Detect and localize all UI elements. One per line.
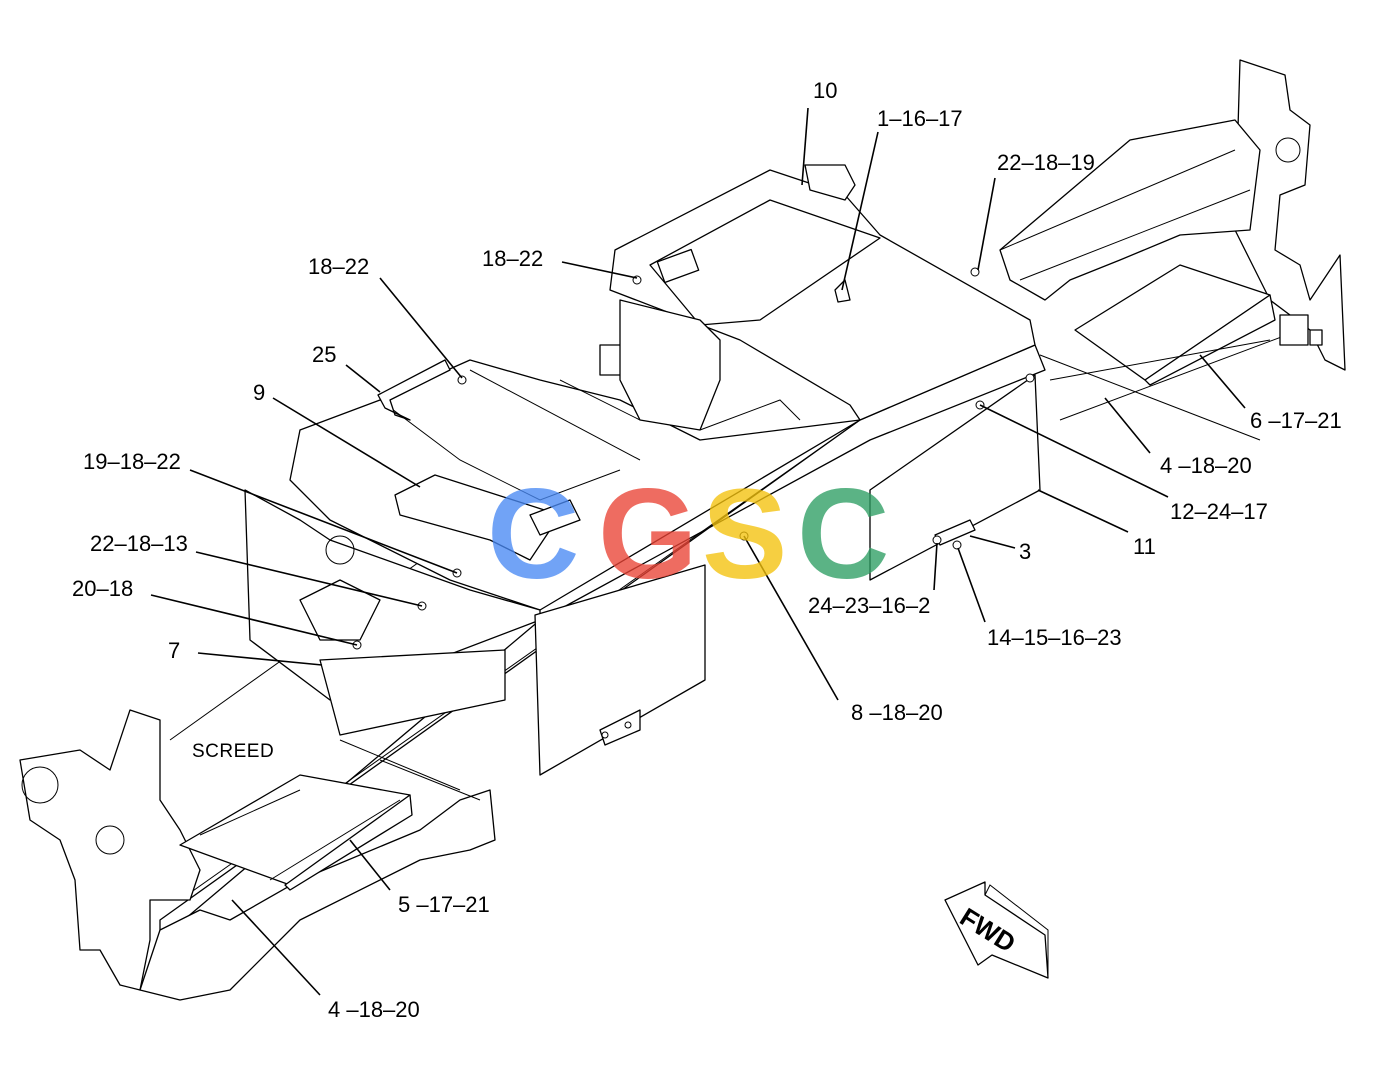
- watermark-letter-g: G: [598, 463, 698, 606]
- front-left-tray: [179, 739, 481, 891]
- callout-6-17-21: 6 –17–21: [1250, 408, 1342, 433]
- callout-5-17-21: 5 –17–21: [398, 892, 490, 917]
- callout-12-24-17: 12–24–17: [1170, 499, 1268, 524]
- callout-labels: 10 1–16–17 22–18–19 18–22 18–22 25 9 19–…: [72, 78, 1342, 1022]
- callout-11: 11: [1133, 534, 1156, 559]
- watermark-letter-s: S: [702, 463, 787, 606]
- callout-4-18-20-left: 4 –18–20: [328, 997, 420, 1022]
- callout-1-16-17: 1–16–17: [877, 106, 963, 131]
- leader-lines: [150, 107, 1246, 996]
- front-left-frame: [19, 709, 496, 1001]
- callout-4-18-20-right: 4 –18–20: [1160, 453, 1252, 478]
- callout-22-18-19: 22–18–19: [997, 150, 1095, 175]
- bolt-markers: [352, 267, 1035, 739]
- watermark-letter-c1: C: [487, 463, 579, 606]
- watermark-letter-c2: C: [797, 463, 889, 606]
- callout-25: 25: [312, 342, 336, 367]
- screed-label: SCREED: [192, 741, 274, 762]
- callout-20-18: 20–18: [72, 576, 133, 601]
- callout-3: 3: [1019, 539, 1031, 564]
- callout-8-18-20: 8 –18–20: [851, 700, 943, 725]
- cgsc-watermark: C G S C: [487, 463, 889, 606]
- callout-18-22-mid: 18–22: [482, 246, 543, 271]
- callout-19-18-22: 19–18–22: [83, 449, 181, 474]
- callout-10: 10: [813, 78, 837, 103]
- rear-right-frame-plate: [999, 59, 1346, 371]
- callout-14-15-16-23: 14–15–16–23: [987, 625, 1122, 650]
- forward-arrow: FWD: [944, 881, 1049, 979]
- callout-22-18-13: 22–18–13: [90, 531, 188, 556]
- rear-right-tray: [1039, 264, 1323, 441]
- callout-9: 9: [253, 380, 265, 405]
- callout-24-23-16-2: 24–23–16–2: [808, 593, 930, 618]
- callout-18-22-left: 18–22: [308, 254, 369, 279]
- callout-7: 7: [168, 638, 180, 663]
